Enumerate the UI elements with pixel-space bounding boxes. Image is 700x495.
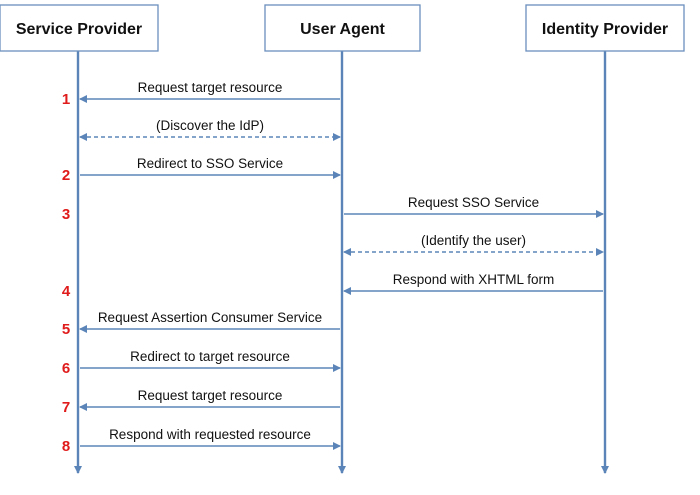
step-number: 8 bbox=[62, 438, 70, 455]
message-label: Request SSO Service bbox=[408, 195, 539, 210]
message-9: Request target resource 7 bbox=[62, 388, 340, 416]
step-number: 7 bbox=[62, 399, 70, 416]
message-5: (Identify the user) bbox=[343, 233, 604, 256]
step-number: 3 bbox=[62, 206, 70, 223]
message-label: Redirect to target resource bbox=[130, 349, 290, 364]
message-7: Request Assertion Consumer Service 5 bbox=[62, 310, 340, 338]
participant-sp: Service Provider bbox=[0, 4, 159, 52]
message-6: Respond with XHTML form 4 bbox=[62, 272, 603, 300]
message-2: (Discover the IdP) bbox=[79, 118, 341, 141]
participant-box-idp bbox=[525, 4, 685, 52]
message-label: Request Assertion Consumer Service bbox=[98, 310, 322, 325]
message-label: Respond with XHTML form bbox=[393, 272, 555, 287]
participant-label-ua: User Agent bbox=[300, 21, 385, 38]
step-number: 4 bbox=[62, 283, 71, 300]
message-1: Request target resource 1 bbox=[62, 80, 340, 108]
message-label: (Identify the user) bbox=[421, 233, 526, 248]
step-number: 5 bbox=[62, 321, 70, 338]
step-number: 6 bbox=[62, 360, 70, 377]
message-label: Redirect to SSO Service bbox=[137, 156, 283, 171]
message-8: Redirect to target resource 6 bbox=[62, 349, 341, 377]
participant-label-idp: Identity Provider bbox=[542, 21, 668, 38]
message-10: Respond with requested resource 8 bbox=[62, 427, 341, 455]
message-3: Redirect to SSO Service 2 bbox=[62, 156, 341, 184]
message-label: Request target resource bbox=[138, 80, 283, 95]
participant-idp: Identity Provider bbox=[525, 4, 685, 52]
message-label: (Discover the IdP) bbox=[156, 118, 264, 133]
participant-label-sp: Service Provider bbox=[16, 21, 142, 38]
step-number: 1 bbox=[62, 91, 70, 108]
participant-box-sp bbox=[0, 4, 159, 52]
participant-box-ua bbox=[264, 4, 421, 52]
participant-ua: User Agent bbox=[264, 4, 421, 52]
message-label: Respond with requested resource bbox=[109, 427, 311, 442]
message-label: Request target resource bbox=[138, 388, 283, 403]
message-4: Request SSO Service 3 bbox=[62, 195, 604, 223]
step-number: 2 bbox=[62, 167, 70, 184]
